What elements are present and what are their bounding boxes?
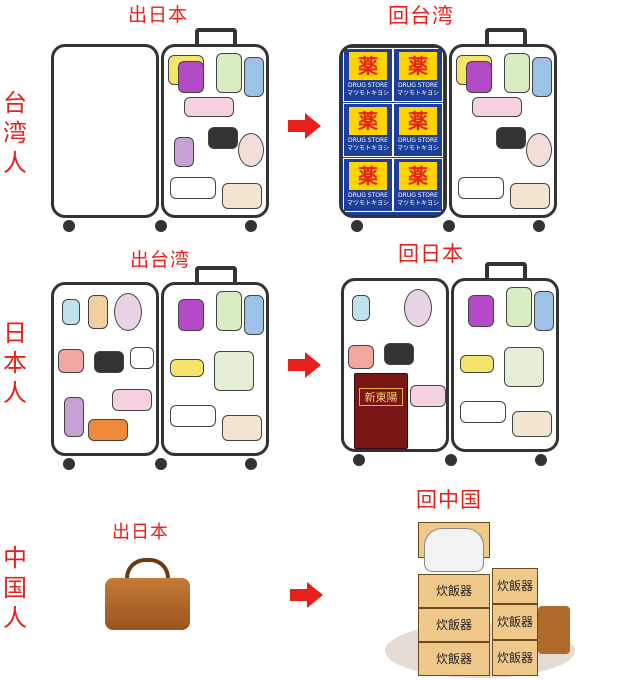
towels-icon	[510, 183, 550, 209]
bra-icon	[112, 389, 152, 411]
caption-return-taiwan: 回台湾	[388, 4, 454, 28]
medicine-brand: DRUG STORE マツモトキヨシ	[346, 137, 389, 152]
camera-icon	[496, 127, 526, 149]
caption-return-china: 回中国	[416, 488, 482, 512]
empty-half	[51, 44, 159, 218]
medicine-pack: 薬 DRUG STORE マツモトキヨシ	[393, 103, 443, 157]
medicine-pack: 薬 DRUG STORE マツモトキヨシ	[393, 48, 443, 102]
row-label-chinese: 中国人	[3, 544, 27, 632]
souvenir-half: 新東陽	[341, 278, 449, 452]
top-icon	[466, 61, 492, 93]
box: 炊飯器	[418, 608, 490, 642]
arrow-right-icon	[288, 113, 322, 139]
suitcase-after: 新東陽	[335, 262, 565, 466]
rice-cooker-icon	[424, 528, 484, 572]
medicine-pack: 薬 DRUG STORE マツモトキヨシ	[343, 103, 393, 157]
arrow-right-icon	[288, 352, 322, 378]
sneakers-icon	[170, 177, 216, 199]
medicine-brand: DRUG STORE マツモトキヨシ	[396, 137, 439, 152]
medicine-pack: 薬 DRUG STORE マツモトキヨシ	[343, 158, 393, 212]
camera-icon	[384, 343, 414, 365]
bottle-icon	[352, 295, 370, 321]
bottle-icon	[62, 299, 80, 325]
packed-half	[451, 278, 559, 452]
towels-icon	[512, 411, 552, 437]
tank-top-icon	[216, 53, 242, 93]
top-icon	[468, 295, 494, 327]
bra-icon	[472, 97, 522, 117]
tote-bag-icon	[214, 351, 254, 391]
handbag-icon	[105, 558, 190, 630]
handbag-icon	[538, 606, 570, 654]
medicine-brand: DRUG STORE マツモトキヨシ	[396, 192, 439, 207]
rice-cooker-boxes: 炊飯器 炊飯器 炊飯器 炊飯器 炊飯器 炊飯器	[380, 518, 580, 678]
tank-top-icon	[216, 291, 242, 331]
souvenir-half	[51, 282, 159, 456]
tote-bag-icon	[504, 347, 544, 387]
slippers-icon	[88, 419, 128, 441]
medicine-glyph: 薬	[349, 52, 387, 80]
book-title: 新東陽	[359, 388, 403, 406]
sneakers-icon	[170, 405, 216, 427]
hair-dryer-icon	[348, 345, 374, 369]
perfume-icon	[174, 137, 194, 167]
jeans-icon	[244, 295, 264, 335]
medicine-pack: 薬 DRUG STORE マツモトキヨシ	[343, 48, 393, 102]
medicine-brand: DRUG STORE マツモトキヨシ	[346, 192, 389, 207]
caption-leave-japan: 出日本	[128, 4, 189, 26]
face-mask-icon	[526, 133, 552, 167]
jeans-icon	[532, 57, 552, 97]
underwear-icon	[460, 355, 494, 373]
packed-half	[161, 44, 269, 218]
bra-icon	[410, 385, 446, 407]
camera-icon	[94, 351, 124, 373]
face-mask-icon	[404, 289, 432, 327]
box: 炊飯器	[418, 574, 490, 608]
medicine-brand: DRUG STORE マツモトキヨシ	[396, 82, 439, 97]
box: 炊飯器	[492, 568, 538, 604]
sneakers-icon	[460, 401, 506, 423]
underwear-icon	[170, 359, 204, 377]
medicine-glyph: 薬	[399, 162, 437, 190]
medicine-brand: DRUG STORE マツモトキヨシ	[346, 82, 389, 97]
suitcase-before	[45, 28, 275, 232]
medicine-glyph: 薬	[399, 52, 437, 80]
medicine-pack: 薬 DRUG STORE マツモトキヨシ	[393, 158, 443, 212]
towels-icon	[222, 183, 262, 209]
towels-icon	[222, 415, 262, 441]
hair-dryer-icon	[58, 349, 84, 373]
arrow-right-icon	[290, 582, 324, 608]
caption-leave-taiwan: 出台湾	[130, 249, 191, 271]
bra-icon	[130, 347, 154, 369]
caption-leave-japan: 出日本	[112, 522, 169, 543]
top-icon	[178, 61, 204, 93]
perfume-icon	[64, 397, 84, 437]
packed-half	[449, 44, 557, 218]
row-label-japanese: 日本人	[3, 319, 27, 407]
medicine-glyph: 薬	[349, 107, 387, 135]
face-mask-icon	[114, 293, 142, 331]
medicine-glyph: 薬	[399, 107, 437, 135]
tank-top-icon	[504, 53, 530, 93]
face-mask-icon	[238, 133, 264, 167]
bra-icon	[184, 97, 234, 117]
camera-icon	[208, 127, 238, 149]
suitcase-before	[45, 266, 275, 470]
top-icon	[178, 299, 204, 331]
jeans-icon	[534, 291, 554, 331]
sneakers-icon	[458, 177, 504, 199]
bottle-icon	[88, 295, 108, 329]
xindongyang-book: 新東陽	[354, 373, 408, 449]
packed-half	[161, 282, 269, 456]
box: 炊飯器	[492, 604, 538, 640]
medicine-glyph: 薬	[349, 162, 387, 190]
box: 炊飯器	[492, 640, 538, 676]
tank-top-icon	[506, 287, 532, 327]
jeans-icon	[244, 57, 264, 97]
box: 炊飯器	[418, 642, 490, 676]
caption-return-japan: 回日本	[398, 242, 464, 266]
row-label-taiwanese: 台湾人	[3, 89, 27, 177]
